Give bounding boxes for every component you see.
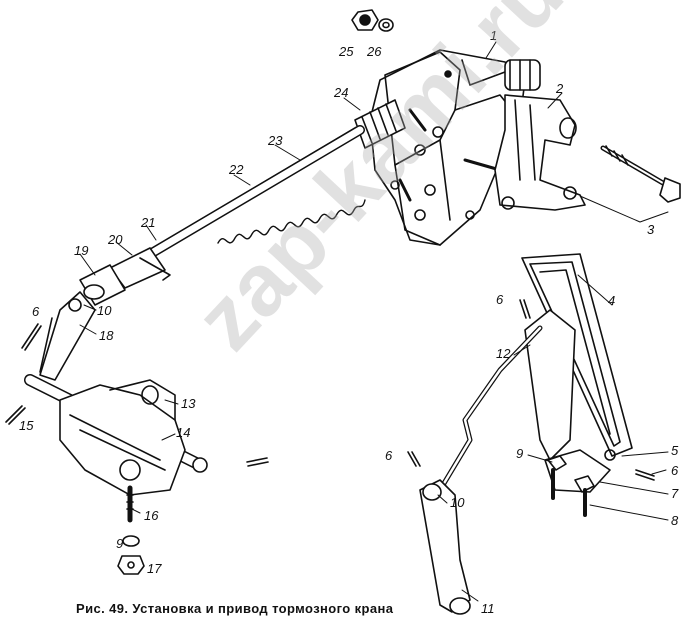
washer-26: [378, 18, 394, 32]
callout-9-left: 9: [116, 536, 124, 551]
bracket-2: [494, 94, 586, 211]
boot-24: [354, 99, 406, 149]
spring-23: [217, 199, 366, 244]
bracket-13: [59, 379, 186, 496]
callout-9-right: 9: [516, 446, 524, 461]
callout-12: 12: [496, 346, 511, 361]
plate-7: [544, 449, 611, 493]
pedal-4: [521, 253, 633, 461]
callout-18: 18: [99, 328, 114, 343]
callout-21: 21: [141, 215, 156, 230]
callout-2: 2: [556, 81, 564, 96]
callout-6-left: 6: [32, 304, 40, 319]
callout-25: 25: [339, 44, 354, 59]
callout-11: 11: [481, 601, 495, 616]
rod-12: [437, 325, 543, 493]
callout-23: 23: [268, 133, 283, 148]
pin-5: [604, 449, 616, 461]
figure-caption: Рис. 49. Установка и привод тормозного к…: [76, 601, 394, 616]
clevis-19-20-21: [79, 247, 171, 306]
callout-17: 17: [147, 561, 162, 576]
washer-9-left: [122, 535, 140, 547]
lever-11: [419, 479, 471, 615]
callout-7: 7: [671, 486, 679, 501]
lever-18: [39, 291, 96, 381]
callout-26: 26: [367, 44, 382, 59]
bolts-8: [551, 468, 587, 517]
rod-22: [135, 125, 365, 265]
callout-8: 8: [671, 513, 679, 528]
leader-lines: [79, 41, 669, 602]
callout-10-lower: 10: [450, 495, 465, 510]
brake-valve-1: [369, 49, 541, 246]
callout-10-upper: 10: [97, 303, 112, 318]
bolt-16: [126, 485, 134, 523]
callout-4: 4: [608, 293, 616, 308]
callout-15: 15: [19, 418, 34, 433]
nut-17: [117, 555, 145, 575]
callout-3: 3: [647, 222, 655, 237]
callout-24: 24: [334, 85, 349, 100]
callout-22: 22: [229, 162, 244, 177]
callout-14: 14: [176, 425, 191, 440]
callout-5: 5: [671, 443, 679, 458]
callout-20: 20: [108, 232, 123, 247]
callout-13: 13: [181, 396, 196, 411]
callout-16: 16: [144, 508, 159, 523]
callout-6-lower: 6: [385, 448, 393, 463]
nut-25: [351, 9, 379, 31]
callout-6-pedal: 6: [496, 292, 504, 307]
cotter-pins-right: [407, 299, 655, 481]
callout-19: 19: [74, 243, 89, 258]
cotter-pins-left: [5, 323, 269, 467]
bolt-3: [600, 145, 681, 203]
callout-6-right: 6: [671, 463, 679, 478]
callout-1: 1: [490, 28, 498, 43]
